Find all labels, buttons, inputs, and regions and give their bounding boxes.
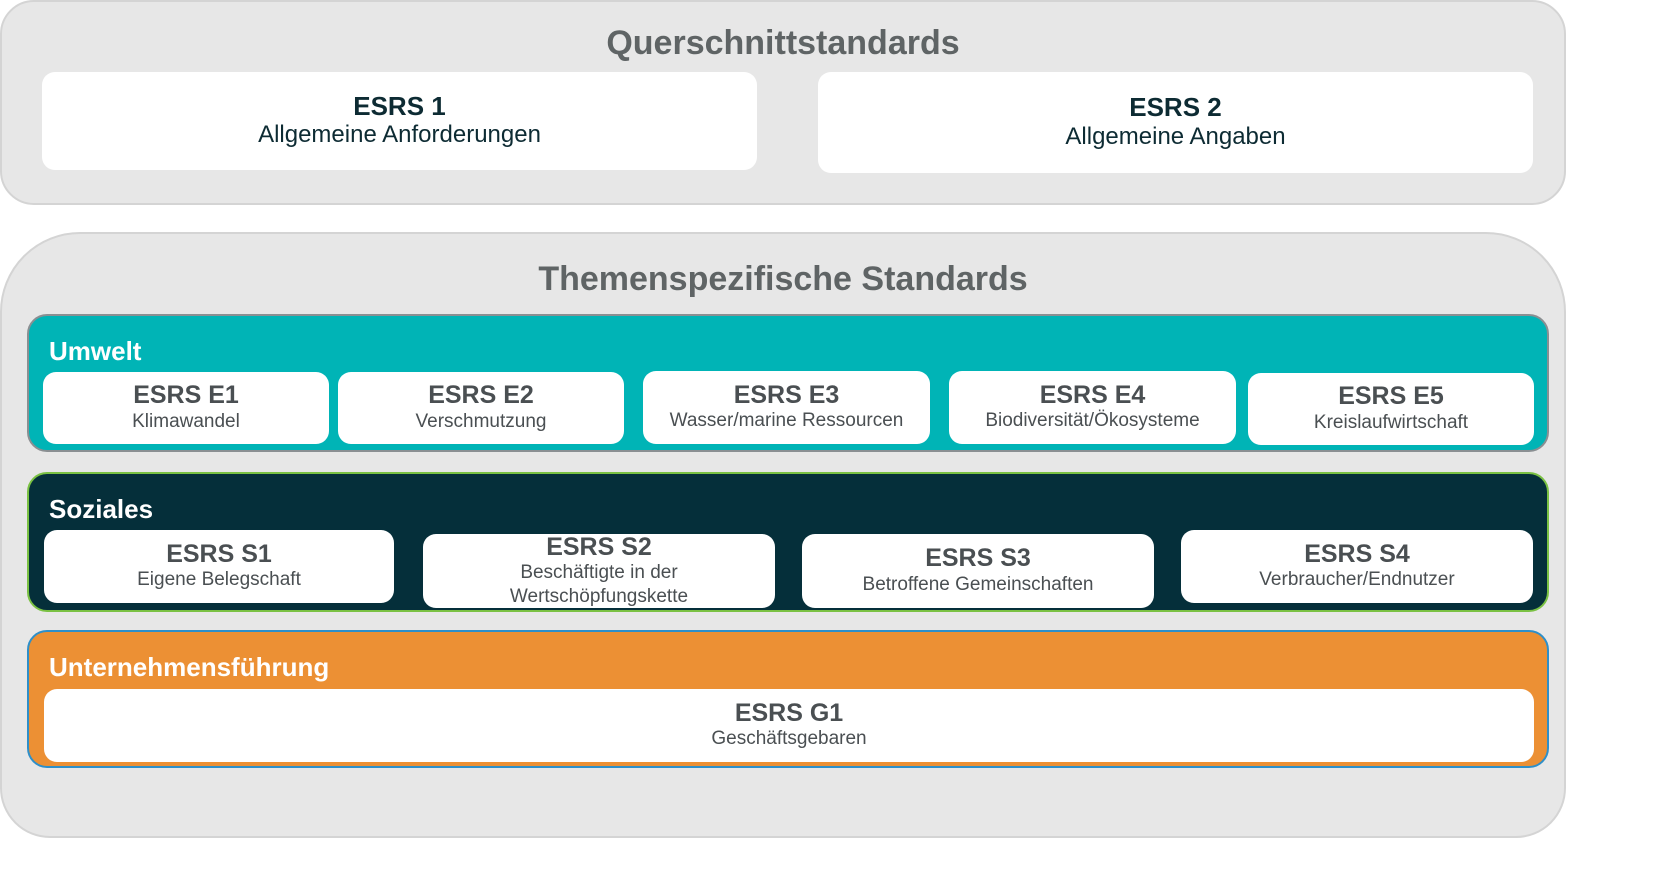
- card-code: ESRS E4: [1039, 380, 1146, 409]
- card-name: Klimawandel: [132, 410, 240, 432]
- esrs-s3-card: ESRS S3 Betroffene Gemeinschaften: [802, 534, 1154, 608]
- esrs-e1-card: ESRS E1 Klimawandel: [43, 372, 329, 444]
- card-code: ESRS S2: [546, 532, 652, 561]
- esrs-2-card: ESRS 2 Allgemeine Angaben: [818, 72, 1533, 173]
- card-code: ESRS S3: [925, 544, 1031, 573]
- social-label: Soziales: [49, 494, 154, 524]
- esrs-e2-card: ESRS E2 Verschmutzung: [338, 372, 624, 444]
- topical-panel: Themenspezifische Standards Umwelt ESRS …: [0, 232, 1566, 838]
- card-code: ESRS E3: [733, 380, 840, 409]
- card-name: Betroffene Gemeinschaften: [862, 573, 1094, 595]
- environment-band: Umwelt ESRS E1 Klimawandel ESRS E2 Versc…: [27, 314, 1549, 452]
- card-name: Geschäftsgebaren: [711, 728, 867, 750]
- card-code: ESRS 2: [1129, 92, 1222, 123]
- governance-label: Unternehmensführung: [49, 652, 330, 682]
- card-code: ESRS S4: [1304, 539, 1410, 568]
- card-code: ESRS E5: [1338, 382, 1444, 411]
- card-code: ESRS G1: [734, 698, 844, 727]
- esrs-e4-card: ESRS E4 Biodiversität/Ökosysteme: [949, 371, 1236, 444]
- environment-label: Umwelt: [49, 336, 142, 366]
- card-name-line2: Wertschöpfungskette: [509, 585, 689, 607]
- card-name: Biodiversität/Ökosysteme: [985, 410, 1200, 432]
- esrs-e3-card: ESRS E3 Wasser/marine Ressourcen: [643, 371, 930, 444]
- esrs-g1-card: ESRS G1 Geschäftsgebaren: [44, 689, 1534, 762]
- esrs-1-card: ESRS 1 Allgemeine Anforderungen: [42, 72, 757, 170]
- cross-cutting-title: Querschnittstandards: [606, 24, 960, 62]
- topical-title: Themenspezifische Standards: [538, 260, 1028, 298]
- card-name: Verschmutzung: [415, 410, 547, 432]
- card-name: Allgemeine Angaben: [1065, 122, 1286, 150]
- esrs-s1-card: ESRS S1 Eigene Belegschaft: [44, 530, 394, 603]
- card-code: ESRS S1: [166, 539, 272, 568]
- card-name: Eigene Belegschaft: [137, 569, 301, 591]
- esrs-s4-card: ESRS S4 Verbraucher/Endnutzer: [1181, 530, 1533, 603]
- card-name: Kreislaufwirtschaft: [1313, 411, 1469, 433]
- card-code: ESRS E1: [133, 381, 239, 410]
- esrs-e5-card: ESRS E5 Kreislaufwirtschaft: [1248, 373, 1534, 445]
- cross-cutting-panel: Querschnittstandards ESRS 1 Allgemeine A…: [0, 0, 1566, 205]
- governance-band: Unternehmensführung ESRS G1 Geschäftsgeb…: [27, 630, 1549, 768]
- esrs-s2-card: ESRS S2 Beschäftigte in der Wertschöpfun…: [423, 532, 775, 608]
- card-code: ESRS E2: [428, 381, 534, 410]
- card-name: Beschäftigte in der: [520, 562, 678, 583]
- card-code: ESRS 1: [353, 90, 446, 121]
- card-name: Verbraucher/Endnutzer: [1259, 569, 1455, 591]
- card-name: Wasser/marine Ressourcen: [669, 410, 904, 432]
- card-name: Allgemeine Anforderungen: [258, 121, 541, 149]
- social-band: Soziales ESRS S1 Eigene Belegschaft ESRS…: [27, 472, 1549, 612]
